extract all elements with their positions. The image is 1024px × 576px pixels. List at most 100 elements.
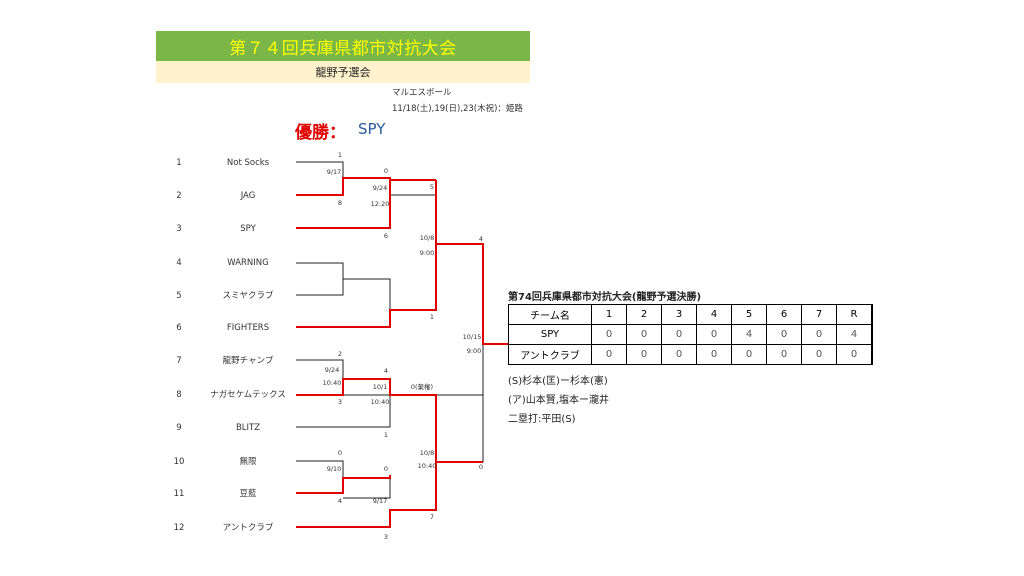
- match-date: 9/10: [327, 465, 342, 473]
- score-label: 1: [384, 431, 388, 439]
- scoreboard-header-row: チーム名 1 2 3 4 5 6 7 R: [508, 304, 873, 325]
- score-label: 3: [384, 533, 388, 541]
- row-inning: 0: [661, 324, 697, 345]
- match-date: 10/15: [463, 333, 482, 341]
- score-label: 0: [338, 449, 342, 457]
- seed-number: 6: [176, 323, 181, 333]
- header-inning: 6: [766, 304, 802, 325]
- row-inning: 0: [766, 344, 802, 365]
- seed-number: 4: [176, 258, 181, 268]
- seed-number: 1: [176, 158, 181, 168]
- row-inning: 0: [801, 324, 837, 345]
- champion-team: SPY: [358, 120, 386, 138]
- match-date: 10/1: [373, 383, 388, 391]
- seed-number: 8: [176, 390, 181, 400]
- scoreboard-row: アントクラブ 0 0 0 0 0 0 0 0: [508, 344, 873, 365]
- header-inning: 1: [591, 304, 627, 325]
- scoreboard-title: 第74回兵庫県都市対抗大会(龍野予選決勝): [508, 292, 702, 303]
- row-runs: 4: [836, 324, 873, 345]
- match-date: 10/8: [420, 234, 435, 242]
- row-inning: 0: [801, 344, 837, 365]
- team-name: 龍野チャンプ: [223, 355, 274, 366]
- tournament-subtitle: 龍野予選会: [156, 61, 530, 83]
- score-label: 8: [338, 199, 342, 207]
- battery-note: (ア)山本賢,塩本ー瀧井: [508, 395, 609, 406]
- score-label: 0: [479, 463, 483, 471]
- row-inning: 0: [731, 344, 767, 365]
- team-name: FIGHTERS: [227, 323, 269, 333]
- row-team: SPY: [508, 324, 592, 345]
- row-runs: 0: [836, 344, 873, 365]
- header-inning: 5: [731, 304, 767, 325]
- seed-number: 2: [176, 191, 181, 201]
- tournament-title: 第７４回兵庫県都市対抗大会: [156, 31, 530, 61]
- seed-number: 11: [174, 489, 185, 499]
- row-team: アントクラブ: [508, 344, 592, 365]
- team-name: BLITZ: [236, 423, 260, 433]
- team-name: JAG: [240, 191, 256, 201]
- seed-number: 10: [174, 457, 185, 467]
- team-name: アントクラブ: [223, 522, 274, 533]
- score-label: 1: [430, 313, 434, 321]
- winner-lines: [296, 177, 508, 528]
- match-date: 9/24: [373, 184, 388, 192]
- score-label: 2: [338, 350, 342, 358]
- score-label: 4: [384, 367, 388, 375]
- header-inning: 4: [696, 304, 732, 325]
- header-inning: 3: [661, 304, 697, 325]
- row-inning: 0: [591, 324, 627, 345]
- row-inning: 4: [731, 324, 767, 345]
- match-date: 9/17: [373, 497, 388, 505]
- score-label: 4: [338, 497, 342, 505]
- row-inning: 0: [766, 324, 802, 345]
- seed-number: 7: [176, 356, 181, 366]
- score-label: 0: [384, 167, 388, 175]
- battery-note: (S)杉本(匡)ー杉本(憲): [508, 376, 608, 387]
- dates-text: 11/18(土),19(日),23(木祝)：姫路: [392, 104, 523, 114]
- match-date: 10/8: [420, 449, 435, 457]
- team-name: 無限: [239, 456, 257, 467]
- seed-number: 9: [176, 423, 181, 433]
- venue-text: マルエスボール: [392, 88, 452, 98]
- team-name: スミヤクラブ: [222, 290, 274, 301]
- row-inning: 0: [696, 344, 732, 365]
- row-inning: 0: [591, 344, 627, 365]
- header-inning: 2: [626, 304, 662, 325]
- scoreboard-table: チーム名 1 2 3 4 5 6 7 R SPY 0 0 0 0 4 0 0 4…: [508, 304, 873, 365]
- row-inning: 0: [661, 344, 697, 365]
- row-inning: 0: [626, 344, 662, 365]
- team-name: ナガセケムテックス: [210, 389, 286, 400]
- team-name: SPY: [240, 224, 256, 234]
- match-time: 10:40: [371, 398, 390, 406]
- score-label: 0(棄権): [411, 382, 433, 391]
- score-label: 0: [384, 465, 388, 473]
- row-inning: 0: [696, 324, 732, 345]
- team-name: 豆藍: [239, 488, 257, 499]
- scoreboard-row: SPY 0 0 0 0 4 0 0 4: [508, 324, 873, 345]
- header-runs: R: [836, 304, 873, 325]
- team-name: WARNING: [227, 258, 268, 268]
- team-name: Not Socks: [227, 158, 270, 168]
- seed-number: 5: [176, 291, 181, 301]
- champion-label: 優勝：: [295, 123, 346, 143]
- score-label: 6: [384, 232, 388, 240]
- score-label: 4: [479, 235, 483, 243]
- score-label: 7: [430, 513, 434, 521]
- match-time: 9:00: [420, 249, 435, 257]
- hits-note: 二塁打:平田(S): [508, 414, 576, 425]
- match-time: 12:20: [371, 200, 390, 208]
- match-date: 9/24: [325, 366, 340, 374]
- seed-number: 3: [176, 224, 181, 234]
- seed-number: 12: [174, 523, 185, 533]
- score-label: 1: [338, 151, 342, 159]
- score-label: 5: [430, 183, 434, 191]
- header-team: チーム名: [508, 304, 592, 325]
- match-date: 9/17: [327, 168, 342, 176]
- score-label: 3: [338, 398, 342, 406]
- match-time: 9:00: [467, 347, 482, 355]
- match-time: 10:40: [323, 379, 342, 387]
- match-time: 10:40: [418, 462, 437, 470]
- row-inning: 0: [626, 324, 662, 345]
- header-inning: 7: [801, 304, 837, 325]
